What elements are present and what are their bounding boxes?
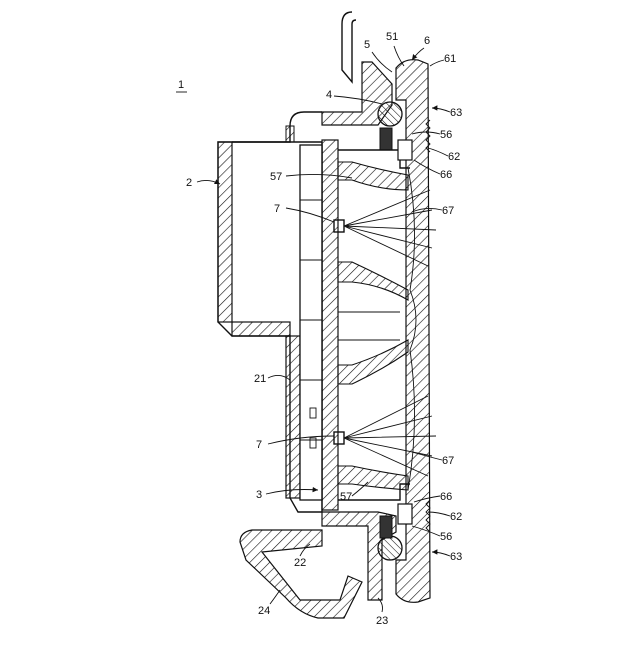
label-56-bottom: 56: [440, 531, 452, 543]
bottom-clip: [240, 512, 402, 618]
label-22: 22: [294, 557, 306, 569]
label-3: 3: [256, 489, 262, 501]
label-67-bottom: 67: [442, 455, 454, 467]
label-7-top: 7: [274, 203, 280, 215]
label-5: 5: [364, 39, 370, 51]
label-66-bottom: 66: [440, 491, 452, 503]
label-61: 61: [444, 53, 456, 65]
label-57-bottom: 57: [340, 491, 352, 503]
label-66-top: 66: [440, 169, 452, 181]
label-62-bottom: 62: [450, 511, 462, 523]
outer-cover: [396, 60, 430, 603]
label-24: 24: [258, 605, 270, 617]
label-21: 21: [254, 373, 266, 385]
label-63-bottom: 63: [450, 551, 462, 563]
label-4: 4: [326, 89, 332, 101]
label-23: 23: [376, 615, 388, 627]
label-67-top: 67: [442, 205, 454, 217]
label-2: 2: [186, 177, 192, 189]
base-plate: [300, 140, 338, 510]
label-51: 51: [386, 31, 398, 43]
label-62-top: 62: [448, 151, 460, 163]
label-7-bottom: 7: [256, 439, 262, 451]
figure-label: 1: [178, 79, 184, 91]
label-63-top: 63: [450, 107, 462, 119]
label-57-top: 57: [270, 171, 282, 183]
label-56-top: 56: [440, 129, 452, 141]
label-6: 6: [424, 35, 430, 47]
